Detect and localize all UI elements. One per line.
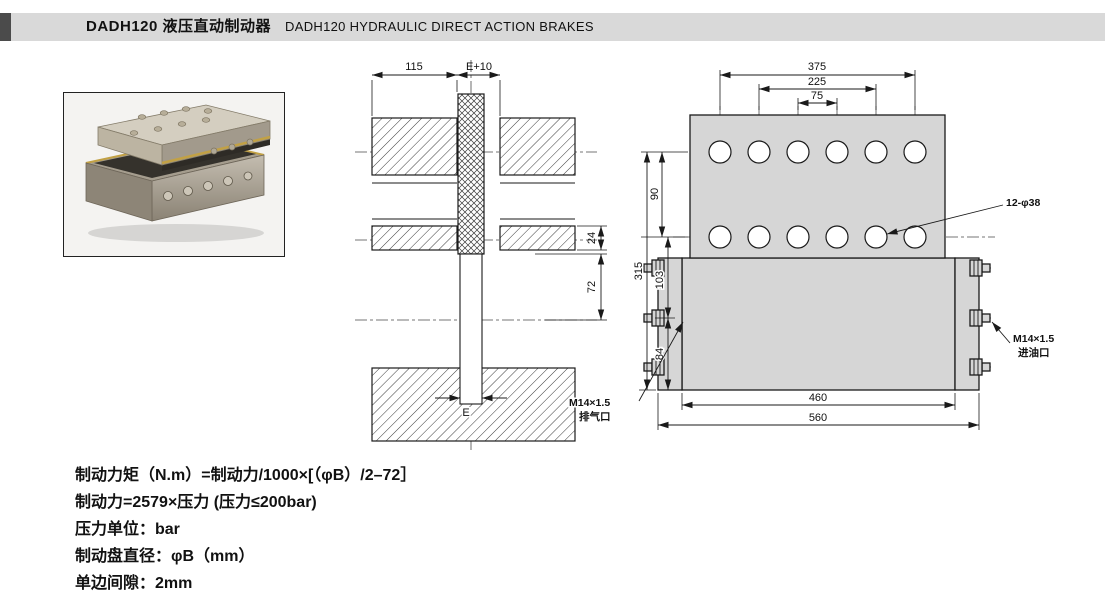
left-bolts — [643, 259, 665, 376]
technical-notes: 制动力矩（N.m）=制动力/1000×[（φB）/2–72］ 制动力=2579×… — [75, 462, 416, 597]
dim-label-225: 225 — [808, 76, 826, 88]
note-disc-diameter: 制动盘直径：φB（mm） — [75, 548, 255, 565]
dim-label-560: 560 — [809, 412, 827, 424]
dim-label-75: 75 — [811, 90, 823, 102]
cylinder-body — [681, 257, 956, 391]
dim-label-460: 460 — [809, 392, 827, 404]
right-bolts — [969, 259, 991, 376]
header-strip — [0, 13, 1105, 41]
dim-label-e-plus-10: E+10 — [466, 61, 492, 73]
product-photo-frame — [63, 92, 285, 257]
mounting-holes — [708, 140, 927, 249]
vent-thread-label: M14×1.5 — [569, 397, 610, 409]
dim-label-375: 375 — [808, 61, 826, 73]
top-brake-plate — [97, 104, 271, 171]
dim-label-84: 84 — [654, 348, 666, 360]
note-pressure-unit: 压力单位：bar — [75, 521, 180, 538]
dim-label-315: 315 — [633, 262, 645, 280]
page-title-cn: DADH120 液压直动制动器 — [86, 18, 272, 35]
oil-inlet-thread-label: M14×1.5 — [1013, 333, 1054, 345]
section-dimensions: 115 E+10 24 72 E — [371, 61, 607, 421]
oil-inlet-label: 进油口 — [1018, 346, 1050, 359]
front-view-drawing: 375 225 75 90 315 103 84 460 560 12-φ38 — [568, 61, 1055, 430]
front-callouts: 12-φ38 M14×1.5 进油口 M14×1.5 排气口 — [568, 197, 1055, 425]
dim-label-103: 103 — [654, 271, 666, 289]
hole-callout-label: 12-φ38 — [1006, 197, 1041, 209]
dim-label-115: 115 — [405, 61, 423, 73]
dim-label-90: 90 — [649, 188, 661, 200]
page-title: DADH120 液压直动制动器 DADH120 HYDRAULIC DIRECT … — [86, 13, 594, 41]
disc-slot — [459, 253, 483, 405]
front-dimensions: 375 225 75 90 315 103 84 460 560 — [632, 61, 980, 430]
note-clearance: 单边间隙：2mm — [75, 575, 193, 592]
dim-label-24: 24 — [586, 232, 598, 244]
photo-shadow — [88, 224, 264, 242]
note-formula-force: 制动力=2579×压力 (压力≤200bar) — [75, 494, 317, 511]
product-photo-illustration — [64, 93, 284, 256]
brake-disc-section — [457, 93, 485, 255]
note-formula-torque: 制动力矩（N.m）=制动力/1000×[（φB）/2–72］ — [75, 467, 417, 484]
vent-label: 排气口 — [579, 410, 611, 423]
section-view-drawing: 115 E+10 24 72 E — [355, 60, 607, 450]
mounting-plate — [689, 114, 946, 259]
page-title-en: DADH120 HYDRAULIC DIRECT ACTION BRAKES — [285, 19, 594, 34]
dim-label-72: 72 — [586, 281, 598, 293]
dim-label-e: E — [462, 407, 469, 419]
header-accent-block — [0, 13, 11, 41]
